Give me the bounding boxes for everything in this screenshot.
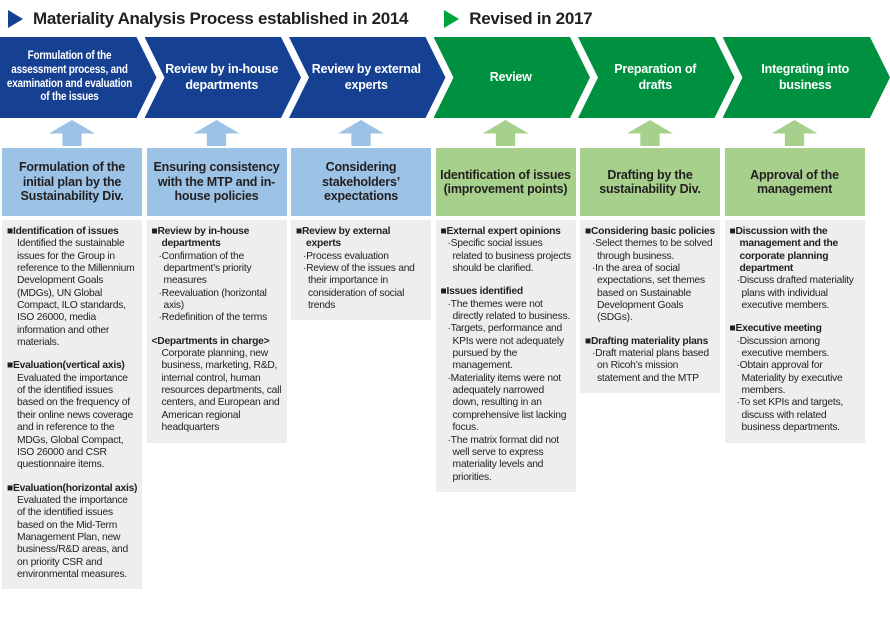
detail-panel: ■Review by external experts·Process eval… — [291, 220, 431, 321]
up-arrow-icon — [338, 120, 384, 146]
process-step-label: Review — [489, 69, 532, 84]
green-arrow-icon — [444, 10, 460, 28]
section: ■Evaluation(vertical axis)Evaluated the … — [7, 360, 138, 471]
column-1: Formulation of the initial plan by the S… — [2, 120, 142, 590]
section: ■Evaluation(horizontal axis)Evaluated th… — [7, 483, 138, 582]
section-title: ■Issues identified — [440, 286, 524, 298]
section: ■Review by external experts·Process eval… — [296, 226, 427, 312]
bullet-item: ·Review of the issues and their importan… — [303, 263, 415, 312]
paragraph: Corporate planning, new business, market… — [161, 348, 282, 434]
column-6: Approval of the management ■Discussion wi… — [724, 120, 865, 443]
up-arrow-icon — [627, 120, 673, 146]
legend-label-revised: Revised in 2017 — [469, 9, 593, 28]
process-step-label: Formulation of the assessment process, a… — [6, 49, 132, 104]
detail-panel: ■Review by in-house departments·Confirma… — [146, 220, 287, 443]
section-title: ■External expert opinions — [440, 226, 561, 237]
process-step-3: Review by external experts — [289, 37, 446, 118]
section-title: ■Review by in-house departments — [151, 226, 250, 250]
section: ■External expert opinions·Specific socia… — [441, 226, 572, 275]
process-step-label: Integrating into business — [761, 62, 850, 92]
section-title: ■Evaluation(vertical axis) — [7, 360, 125, 372]
column-5: Drafting by the sustainability Div. ■Cons… — [580, 120, 720, 394]
legend: Materiality Analysis Process established… — [8, 6, 593, 32]
bullet-item: ·In the area of social expectations, set… — [592, 263, 705, 324]
process-step-5: Preparation of drafts — [578, 37, 735, 118]
section: <Departments in charge>Corporate plannin… — [152, 336, 283, 435]
process-steps: Formulation of the assessment process, a… — [0, 37, 890, 118]
section-title: ■Identification of issues — [7, 226, 119, 237]
process-step-label: Preparation of drafts — [614, 62, 697, 92]
bullet-item: ·Discussion among executive members. — [736, 335, 830, 360]
detail-panel: ■External expert opinions·Specific socia… — [435, 220, 576, 492]
process-step-6: Integrating into business — [723, 37, 890, 118]
section-title: ■Discussion with the management and the … — [729, 226, 839, 275]
process-step-2: Review by in-house departments — [145, 37, 302, 118]
section: ■Issues identified·The themes were not d… — [441, 286, 572, 484]
section: ■Discussion with the management and the … — [730, 226, 861, 312]
bullet-item: ·Process evaluation — [303, 250, 389, 262]
blue-arrow-icon — [8, 10, 23, 28]
section-title: ■Evaluation(horizontal axis) — [7, 482, 138, 494]
legend-item-revised: Revised in 2017 — [444, 9, 593, 29]
stage-header-label: Formulation of the initial plan by the S… — [18, 160, 126, 204]
bullet-item: ·To set KPIs and targets, discuss with r… — [736, 397, 844, 434]
stage-header-label: Drafting by the sustainability Div. — [599, 167, 701, 197]
bullet-item: ·Materiality items were not adequately n… — [447, 372, 567, 434]
section-title: ■Review by external experts — [296, 226, 391, 250]
bullet-item: ·Reevaluation (horizontal axis) — [158, 287, 267, 312]
stage-header-label: Identification of issues (improvement po… — [440, 167, 571, 197]
stage-header: Identification of issues (improvement po… — [435, 148, 576, 216]
paragraph: Evaluated the importance of the identifi… — [17, 372, 133, 471]
bullet-item: ·Obtain approval for Materiality by exec… — [736, 360, 843, 397]
detail-panel: ■Considering basic policies·Select theme… — [580, 220, 720, 394]
detail-panel: ■Discussion with the management and the … — [724, 220, 865, 443]
bullet-item: ·The themes were not directly related to… — [447, 298, 571, 323]
process-step-label: Review by in-house departments — [165, 62, 279, 92]
up-arrow-icon — [482, 120, 529, 146]
stage-header-label: Considering stakeholders’ expectations — [322, 160, 400, 204]
paragraph: Evaluated the importance of the identifi… — [17, 494, 129, 580]
column-3: Considering stakeholders’ expectations ■R… — [291, 120, 431, 321]
up-arrow-icon — [193, 120, 240, 146]
stage-header-label: Ensuring consistency with the MTP and in… — [153, 160, 280, 204]
stage-header: Drafting by the sustainability Div. — [580, 148, 720, 216]
section: ■Executive meeting·Discussion among exec… — [730, 323, 861, 434]
stage-header-label: Approval of the management — [750, 167, 839, 197]
bullet-item: ·Select themes to be solved through busi… — [592, 238, 713, 262]
bullet-item: ·Specific social issues related to busin… — [447, 238, 572, 275]
section-title: <Departments in charge> — [151, 335, 270, 347]
bullet-item: ·Draft material plans based on Ricoh’s m… — [592, 348, 709, 384]
column-2: Ensuring consistency with the MTP and in… — [146, 120, 287, 443]
process-step-label: Review by external experts — [311, 62, 421, 92]
stage-header: Formulation of the initial plan by the S… — [2, 148, 142, 216]
section: ■Considering basic policies·Select theme… — [585, 226, 716, 325]
section: ■Drafting materiality plans·Draft materi… — [585, 336, 716, 385]
legend-label-established: Materiality Analysis Process established… — [33, 9, 409, 28]
section-title: ■Considering basic policies — [585, 226, 715, 237]
bullet-item: ·Redefinition of the terms — [158, 312, 268, 324]
bullet-item: ·Targets, performance and KPIs were not … — [447, 323, 565, 372]
process-step-4: Review — [434, 37, 591, 118]
process-step-1: Formulation of the assessment process, a… — [0, 37, 157, 118]
section-title: ■Drafting materiality plans — [585, 335, 709, 347]
bullet-item: ·The matrix format did not well serve to… — [447, 434, 560, 483]
stage-header: Approval of the management — [724, 148, 865, 216]
up-arrow-icon — [771, 120, 818, 146]
up-arrow-icon — [49, 120, 95, 146]
stage-header: Ensuring consistency with the MTP and in… — [146, 148, 287, 216]
bullet-item: ·Discuss drafted materiality plans with … — [736, 275, 854, 312]
column-4: Identification of issues (improvement po… — [435, 120, 576, 492]
section-title: ■Executive meeting — [729, 323, 822, 335]
stage-header: Considering stakeholders’ expectations — [291, 148, 431, 216]
legend-item-established: Materiality Analysis Process established… — [8, 9, 409, 29]
bullet-item: ·Confirmation of the department’s priori… — [158, 250, 252, 287]
paragraph: Identified the sustainable issues for th… — [17, 238, 135, 349]
section: ■Review by in-house departments·Confirma… — [152, 226, 283, 325]
